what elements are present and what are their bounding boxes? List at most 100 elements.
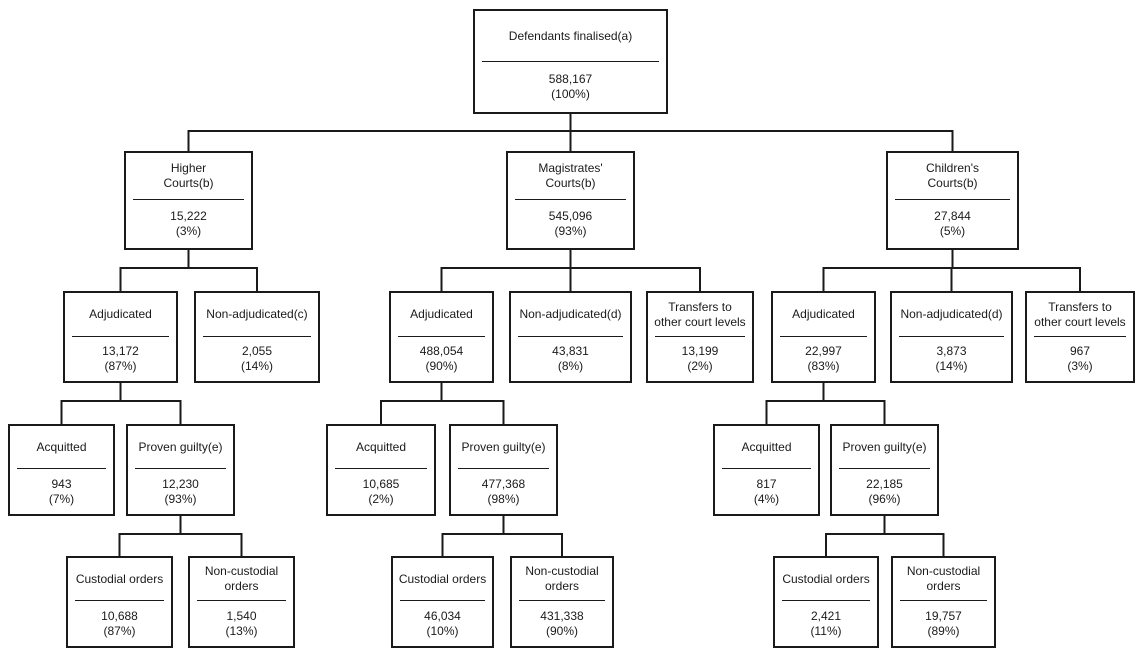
node-label: Proven guilty(e) (451, 426, 556, 468)
node-label-line: Adjudicated (410, 307, 473, 321)
node-percent: (93%) (554, 224, 587, 238)
node-value-block: 13,172(87%) (65, 337, 176, 381)
node-label-line: Proven guilty(e) (461, 439, 546, 454)
node-c-guilty: Proven guilty(e)22,185(96%) (830, 424, 939, 516)
node-h-nonadj: Non-adjudicated(c)2,055(14%) (194, 291, 320, 383)
node-count: 22,185 (866, 476, 903, 491)
node-label-line: Non-custodial (906, 564, 981, 578)
node-label-line: Children's (926, 161, 979, 175)
node-value-block: 12,230(93%) (128, 469, 233, 514)
node-count: 967 (1069, 344, 1091, 358)
node-value-block: 10,685(2%) (328, 469, 434, 514)
node-label: Adjudicated (773, 293, 874, 336)
node-label-line: Acquitted (741, 439, 792, 454)
node-label: Custodial orders (393, 558, 492, 600)
node-percent: (100%) (551, 87, 590, 101)
node-label-line: orders (926, 579, 961, 593)
node-value-block: 13,199(2%) (648, 337, 752, 381)
node-label-line: Courts(b) (163, 176, 214, 190)
node-label: Adjudicated (391, 293, 492, 336)
node-percent: (13%) (225, 623, 258, 638)
node-percent: (14%) (240, 359, 273, 373)
node-count: 588,167 (548, 72, 593, 86)
node-label-line: Acquitted (36, 439, 87, 454)
node-percent: (11%) (810, 623, 842, 638)
node-count: 488,054 (419, 344, 464, 358)
node-divider (782, 600, 870, 601)
node-label-line: other court levels (654, 314, 746, 329)
node-label-line: Adjudicated (89, 307, 152, 321)
node-value-block: 967(3%) (1027, 337, 1133, 381)
node-label: Non-adjudicated(d) (511, 293, 630, 336)
node-count: 10,685 (362, 476, 400, 491)
node-divider (398, 336, 485, 337)
node-divider (72, 336, 169, 337)
node-label-line: Custodial orders (782, 571, 870, 586)
node-label: Custodial orders (775, 558, 877, 600)
node-percent: (2%) (687, 359, 713, 373)
node-percent: (87%) (104, 359, 137, 373)
node-count: 431,338 (540, 608, 584, 623)
node-label-line: Courts(b) (545, 176, 596, 190)
node-label: Proven guilty(e) (832, 426, 937, 468)
node-percent: (3%) (175, 224, 202, 238)
node-divider (895, 199, 1010, 200)
node-label-line: Proven guilty(e) (842, 439, 927, 454)
node-count: 19,757 (925, 608, 962, 623)
node-value-block: 27,844(5%) (888, 200, 1017, 248)
node-count: 817 (756, 476, 777, 491)
node-divider (75, 600, 164, 601)
node-value-block: 545,096(93%) (508, 200, 633, 248)
node-percent: (10%) (426, 623, 459, 638)
node-value-block: 19,757(89%) (893, 601, 994, 646)
node-count: 10,688 (101, 608, 138, 623)
node-percent: (87%) (103, 623, 136, 638)
node-label: Acquitted (715, 426, 818, 468)
node-label-line: Higher (170, 161, 207, 175)
node-divider (900, 600, 987, 601)
node-percent: (93%) (164, 491, 197, 506)
node-value-block: 817(4%) (715, 469, 818, 514)
node-count: 13,172 (102, 344, 139, 358)
node-divider (197, 600, 286, 601)
node-percent: (90%) (425, 359, 458, 373)
node-value-block: 2,055(14%) (196, 337, 318, 381)
node-label-line: Transfers to (1048, 299, 1112, 314)
node-count: 2,055 (241, 344, 273, 358)
node-value-block: 22,997(83%) (773, 337, 874, 381)
node-percent: (4%) (753, 491, 780, 506)
node-count: 3,873 (936, 344, 967, 358)
node-label-line: Custodial orders (75, 571, 164, 586)
node-label-line: Non-custodial (525, 564, 599, 578)
node-count: 1,540 (226, 608, 257, 623)
node-label-line: Magistrates' (538, 161, 603, 175)
node-divider (482, 61, 659, 62)
node-root: Defendants finalised(a)588,167(100%) (473, 9, 668, 114)
node-divider (899, 336, 1004, 337)
node-value-block: 488,054(90%) (391, 337, 492, 381)
node-label: Acquitted (10, 426, 113, 468)
node-value-block: 431,338(90%) (512, 601, 612, 646)
node-percent: (83%) (807, 359, 840, 373)
node-percent: (7%) (48, 491, 75, 506)
node-percent: (5%) (939, 224, 966, 238)
node-label-line: other court levels (1034, 314, 1126, 329)
node-h-acq: Acquitted 943(7%) (8, 424, 115, 516)
node-divider (518, 336, 623, 337)
node-label: Adjudicated (65, 293, 176, 336)
node-h-adj: Adjudicated 13,172(87%) (63, 291, 178, 383)
node-divider (400, 600, 485, 601)
node-divider (519, 600, 605, 601)
node-count: 943 (51, 476, 72, 491)
node-divider (133, 199, 244, 200)
node-label: Acquitted (328, 426, 434, 468)
node-divider (135, 468, 226, 469)
